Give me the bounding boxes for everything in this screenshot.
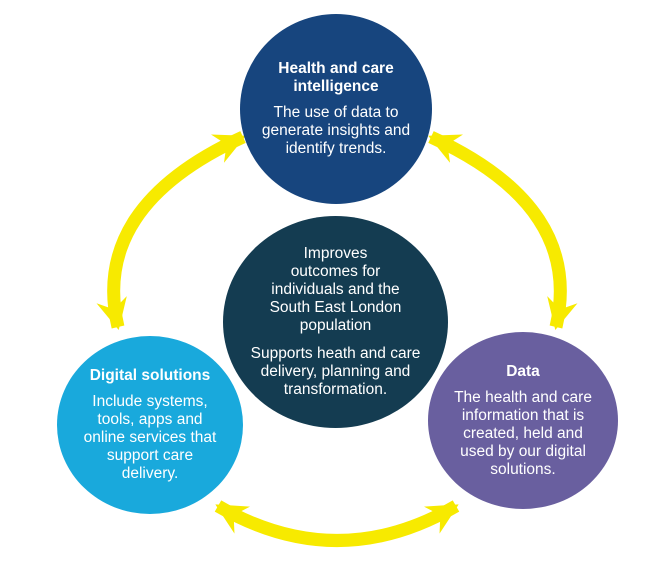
circle-digital-solutions: Digital solutions Include systems, tools… — [57, 336, 243, 514]
circle-paragraph-1: Improves outcomes for individuals and th… — [269, 245, 402, 334]
circle-title: Digital solutions — [89, 367, 211, 384]
circle-outcomes: Improves outcomes for individuals and th… — [223, 216, 448, 428]
circle-paragraph-2: Supports heath and care delivery, planni… — [250, 345, 421, 398]
arrow-intelligence-digital — [96, 131, 246, 331]
arrow-digital-data — [214, 500, 460, 547]
circle-title: Health and care intelligence — [278, 60, 394, 95]
circle-body: The health and care information that is … — [454, 388, 592, 478]
circle-health-and-care-intelligence: Health and care intelligence The use of … — [240, 14, 432, 204]
circle-body: The use of data to generate insights and… — [261, 104, 411, 157]
circle-data: Data The health and care information tha… — [428, 332, 618, 509]
circle-body: Include systems, tools, apps and online … — [83, 393, 217, 482]
circle-title: Data — [506, 362, 540, 380]
arrow-intelligence-data — [428, 131, 578, 331]
